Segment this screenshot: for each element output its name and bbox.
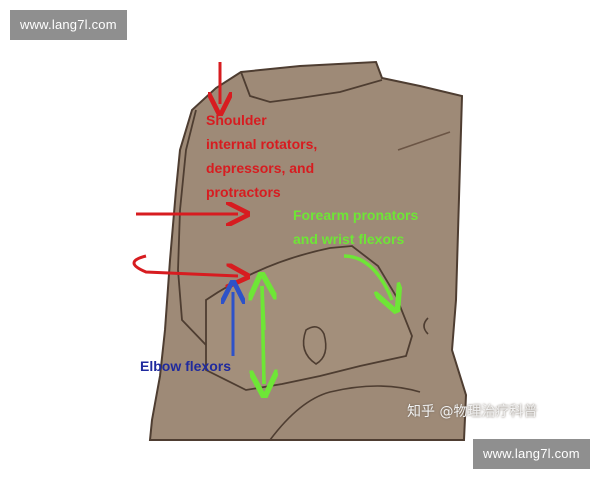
elbow-green-arrow-down (263, 339, 264, 384)
watermark-bottom: www.lang7l.com (473, 439, 590, 469)
neck-shape (240, 71, 383, 103)
navel-mark (423, 317, 429, 335)
abdomen-line (269, 385, 421, 441)
forearm-label: Forearm pronators and wrist flexors (293, 207, 419, 247)
chest-crease (397, 131, 451, 151)
forearm-curved-arrow (343, 254, 392, 300)
hand-detail (302, 326, 327, 365)
shoulder-rotation-arrow (132, 254, 238, 276)
shoulder-label: Shoulder internal rotators, depressors, … (206, 112, 318, 200)
elbow-green-arrow-up (262, 286, 264, 331)
elbow-label: Elbow flexors (140, 358, 232, 374)
watermark-top: www.lang7l.com (10, 10, 127, 40)
source-credit: 知乎 @物理治疗科普 (407, 404, 538, 420)
